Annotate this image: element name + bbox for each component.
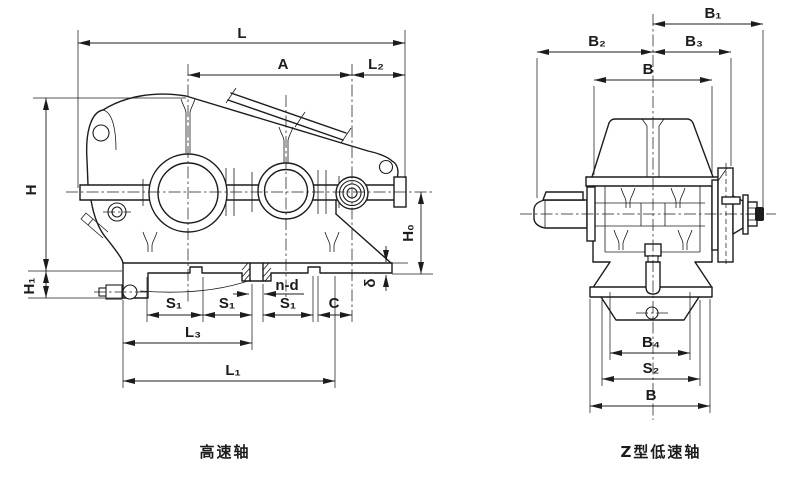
left-lug-edge <box>102 109 117 151</box>
dim-label-S2: S₂ <box>643 360 660 377</box>
dim-label-L3: L₃ <box>185 324 201 341</box>
ribs <box>142 98 340 253</box>
extension-lines-left <box>28 30 433 388</box>
dim-label-B2: B₂ <box>588 33 606 50</box>
end-view-dimensions: B₁ B₂ B₃ B B₄ S₂ B <box>536 5 764 413</box>
extension-lines-right <box>536 30 764 413</box>
dim-label-H1: H₁ <box>21 277 38 294</box>
inspection-cover <box>225 87 352 144</box>
dim-label-B-top: B <box>643 61 654 78</box>
dim-label-B-bottom: B <box>646 387 657 404</box>
hatch-right <box>262 262 272 282</box>
end-flange <box>585 176 720 187</box>
hatch-left <box>241 262 251 282</box>
side-view-centerlines <box>66 64 432 322</box>
output-shaft-z-end <box>711 163 764 266</box>
dim-label-H0: H₀ <box>400 224 417 242</box>
end-view <box>520 14 776 420</box>
lower-housing-left <box>90 199 124 264</box>
upper-housing-outline <box>85 93 399 186</box>
dim-label-delta: δ <box>362 278 379 287</box>
shaft-end-nut <box>755 207 764 221</box>
leader-curve <box>139 279 252 293</box>
end-top-cover <box>591 118 714 178</box>
dim-label-S1a: S₁ <box>166 295 182 312</box>
cover-center-rib <box>641 118 665 177</box>
lower-housing-right-leg <box>335 213 392 264</box>
dim-label-A: A <box>278 56 289 73</box>
dim-label-H: H <box>23 185 40 196</box>
dim-label-B3: B₃ <box>685 33 703 50</box>
dim-label-B1: B₁ <box>704 5 721 22</box>
dim-label-L1: L₁ <box>225 362 240 379</box>
dim-label-S1c: S₁ <box>280 295 296 312</box>
base-plug <box>94 284 148 300</box>
side-view-dimensions: L A L₂ H H₁ H₀ δ S₁ S₁ S₁ C n-d L₃ L₁ <box>21 25 433 388</box>
dim-label-nd: n-d <box>275 277 298 294</box>
caption-z-low-speed-shaft: Z型低速轴 <box>621 443 702 461</box>
dim-label-S1b: S₁ <box>219 295 235 312</box>
dim-label-C: C <box>329 295 340 312</box>
caption-high-speed-shaft: 高速轴 <box>199 443 250 461</box>
dim-label-B4: B₄ <box>642 334 660 351</box>
dim-label-L: L <box>237 25 246 42</box>
dim-label-L2: L₂ <box>368 56 384 73</box>
drain-boss <box>80 212 109 239</box>
base <box>122 262 393 299</box>
bearing-bosses <box>92 124 394 233</box>
side-view <box>66 64 432 322</box>
